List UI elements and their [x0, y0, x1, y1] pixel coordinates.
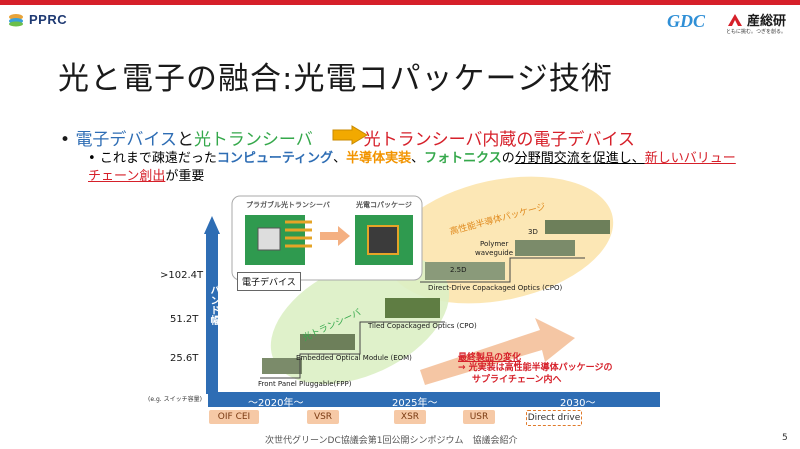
bullet2-computing: コンピューティング — [216, 151, 334, 166]
tag-usr: USR — [463, 410, 495, 424]
timeline-year-2030: 2030～ — [560, 398, 596, 409]
tag-xsr: XSR — [394, 410, 426, 424]
bullet2-value-chain: 新しいバリューチェーン創出 — [88, 151, 736, 184]
footer-text: 次世代グリーンDC協議会第1回公開シンポジウム 協議会紹介 — [265, 436, 518, 446]
bullet2-sep-3: 、 — [631, 151, 645, 166]
pprc-stack-icon — [9, 13, 23, 26]
bullet1-and: と — [176, 130, 194, 150]
timeline-year-2025: 2025年～ — [392, 398, 438, 409]
eom-device-icon — [300, 334, 355, 350]
polymer-label: Polymer — [480, 240, 509, 248]
cpo-tiled-label: Tiled Copackaged Optics (CPO) — [368, 322, 477, 330]
aist-mark-icon — [728, 13, 742, 26]
bullet2-sep-2: 、 — [411, 151, 425, 166]
bullet-dot: • — [60, 130, 71, 150]
bullet2-packaging: 半導体実装 — [346, 151, 412, 166]
bullet2-no: の — [501, 151, 515, 166]
copackage-chip-icon — [367, 225, 399, 255]
top-accent-bar — [0, 0, 800, 5]
bullet2-photonics: フォトニクス — [424, 151, 502, 166]
bullet1-electronic-device: 電子デバイス — [75, 130, 177, 150]
pluggable-chip-icon — [257, 227, 281, 251]
bullet2-important: が重要 — [165, 169, 205, 184]
timeline-bar — [208, 392, 660, 407]
change-arrow-icon — [420, 318, 575, 385]
bullet-1: • 電子デバイスと光トランシーバ 光トランシーバ内蔵の電子デバイス — [60, 125, 635, 150]
bandwidth-axis-label: バンド幅 — [208, 285, 219, 325]
y-note: (e.g. スイッチ容量) — [148, 396, 202, 403]
label-25d: 2.5D — [450, 266, 467, 274]
ytick-51: 51.2T — [170, 314, 199, 325]
eom-label: Embedded Optical Module (EOM) — [296, 354, 412, 362]
step-lines — [260, 257, 585, 379]
bullet2-sep-1: 、 — [333, 151, 347, 166]
timeline-year-2020: ～2020年～ — [248, 398, 304, 409]
polymer-device-icon — [515, 240, 575, 256]
gdc-logo: GDC — [667, 11, 706, 31]
transceiver-region — [270, 255, 450, 385]
3d-device-icon — [545, 220, 610, 234]
bullet2-exchange: 分野間交流を促進し — [514, 151, 632, 166]
aist-name: 産総研 — [747, 14, 787, 29]
slide-title: 光と電子の融合:光電コパッケージ技術 — [58, 61, 613, 97]
bullet-2: • これまで疎遠だったコンピューティング、半導体実装、フォトニクスの分野間交流を… — [88, 150, 748, 186]
final-body-line2: サプライチェーン内へ — [472, 375, 562, 385]
cpo-dd-device-icon — [425, 262, 505, 280]
tag-vsr: VSR — [307, 410, 339, 424]
pluggable-leads-icon — [285, 220, 312, 248]
fpp-label: Front Panel Pluggable(FPP) — [258, 380, 352, 388]
aist-tagline: ともに挑む。つぎを創る。 — [726, 29, 787, 35]
final-body-line1: → 光実装は高性能半導体パッケージの — [458, 363, 613, 373]
final-product-title: 最終製品の変化 — [458, 353, 522, 363]
inset-pluggable-label: プラガブル光トランシーバ — [246, 201, 330, 209]
final-product-body: → 光実装は高性能半導体パッケージの サプライチェーン内へ — [458, 362, 613, 386]
bullet1-optical-transceiver: 光トランシーバ — [193, 130, 313, 150]
ytick-102: >102.4T — [160, 270, 204, 281]
tag-oif-cei: OIF CEI — [209, 410, 259, 424]
fpp-device-icon — [262, 358, 302, 374]
right-arrow-icon — [332, 125, 368, 145]
bullet-dot: • — [88, 151, 100, 166]
pprc-logo-text: PPRC — [29, 12, 68, 27]
cpo-dd-label: Direct-Drive Copackaged Optics (CPO) — [428, 284, 563, 292]
electronic-device-label: 電子デバイス — [237, 272, 301, 291]
bandwidth-arrow-icon — [204, 216, 220, 394]
pprc-logo: PPRC — [8, 12, 67, 27]
cpo-tiled-device-icon — [385, 298, 440, 318]
aist-logo: 産総研 — [726, 10, 786, 29]
tag-direct-drive: Direct drive — [526, 410, 582, 426]
label-3d: 3D — [528, 228, 538, 236]
inset-arrow-icon — [320, 226, 350, 246]
inset-copackage-label: 光電コパッケージ — [356, 201, 412, 209]
ytick-25: 25.6T — [170, 353, 199, 364]
waveguide-label: waveguide — [475, 249, 514, 257]
bullet2-text-1: これまで疎遠だった — [99, 151, 217, 166]
bullet1-result: 光トランシーバ内蔵の電子デバイス — [363, 130, 635, 150]
page-number: 5 — [782, 433, 788, 443]
